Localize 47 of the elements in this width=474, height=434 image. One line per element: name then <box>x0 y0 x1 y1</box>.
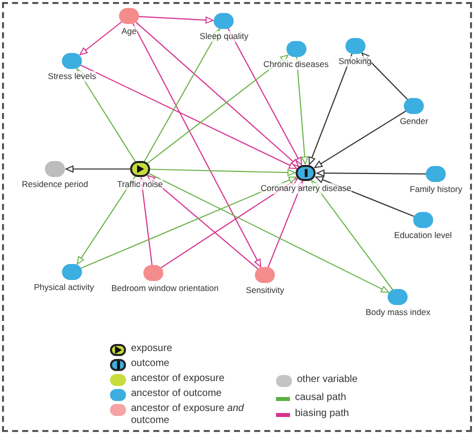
arrow <box>144 28 220 162</box>
arrow <box>361 52 408 100</box>
arrow <box>296 56 308 165</box>
arrow <box>79 21 122 56</box>
legend-label: causal path <box>295 392 348 404</box>
legend-label: ancestor of outcome <box>131 388 223 400</box>
legend-label: other variable <box>297 374 359 386</box>
node-label: Coronary artery disease <box>260 183 352 194</box>
node-label: Residence period <box>22 179 88 190</box>
node-label: Physical activity <box>34 282 94 293</box>
node-label: Gender <box>400 116 428 127</box>
legend-label: ancestor of exposure and outcome <box>131 403 245 427</box>
arrow <box>132 23 262 268</box>
legend-label: biasing path <box>295 408 350 420</box>
node-label: Bedroom window orientation <box>111 283 219 294</box>
node-label: Body mass index <box>366 307 430 318</box>
arrow <box>160 178 298 268</box>
arrow <box>76 176 136 265</box>
arrow <box>147 174 258 270</box>
arrow <box>80 176 297 269</box>
arrow <box>135 22 300 167</box>
node-label: Education level <box>394 230 452 241</box>
legend-label: outcome <box>131 358 170 370</box>
node-label: Chronic diseases <box>263 59 329 70</box>
arrow <box>268 181 304 268</box>
node-label: Family history <box>410 184 462 195</box>
legend-label: exposure <box>131 343 174 355</box>
arrow <box>227 28 302 166</box>
node-label: Smoking <box>338 56 372 67</box>
arrow <box>76 68 136 162</box>
node-label: Traffic noise <box>117 179 163 190</box>
arrow <box>316 170 426 177</box>
node-label: Sensitivity <box>246 285 284 296</box>
arrow <box>148 172 390 293</box>
legend-label: ancestor of exposure <box>131 373 226 385</box>
arrow <box>150 168 296 176</box>
node-label: Sleep quality <box>200 31 248 42</box>
arrow <box>146 54 288 164</box>
node-label: Stress levels <box>48 71 96 82</box>
arrow <box>138 177 153 266</box>
arrow <box>138 16 214 24</box>
arrow <box>80 64 297 169</box>
arrow <box>66 166 130 172</box>
arrow <box>314 110 406 168</box>
node-label: Age <box>121 26 137 37</box>
arrow <box>308 53 353 165</box>
arrow <box>311 180 394 290</box>
